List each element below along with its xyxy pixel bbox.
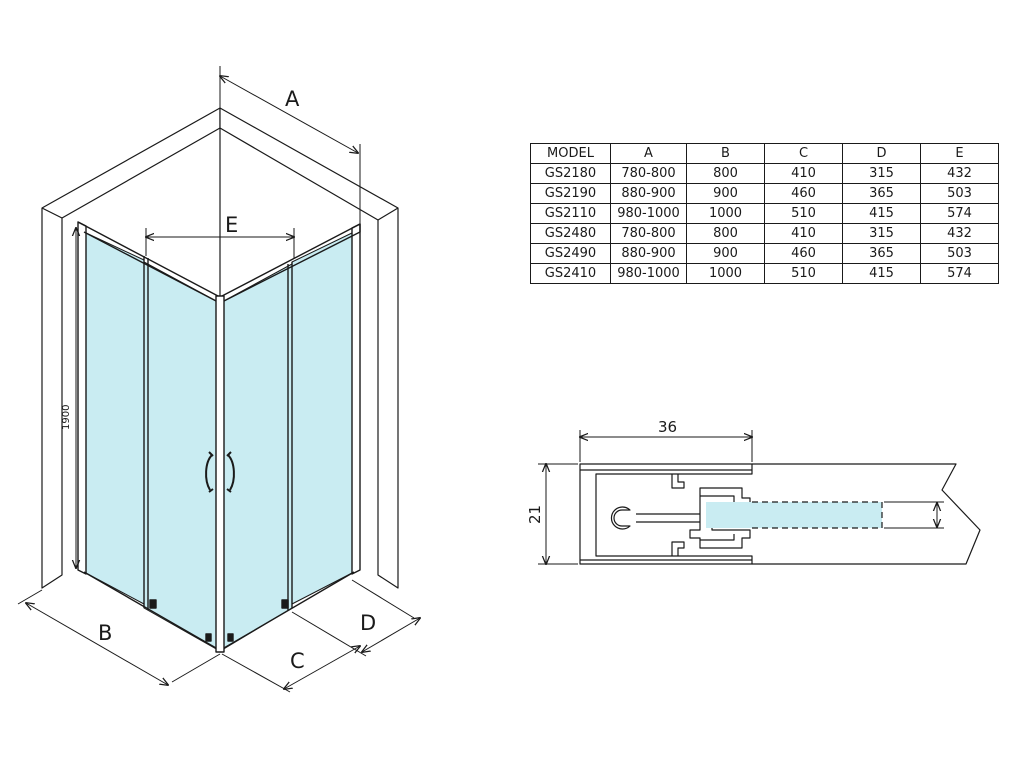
cell-e: 503 [920, 243, 999, 264]
header-b: B [686, 143, 765, 164]
cell-e: 503 [920, 183, 999, 204]
cell-c: 460 [764, 243, 843, 264]
table-row: GS2180 780-800 800 410 315 432 [530, 163, 999, 184]
right-fixed-panel [291, 231, 355, 605]
bottom-rail-right [223, 571, 355, 649]
cell-model: GS2410 [530, 263, 611, 284]
cell-b: 1000 [686, 203, 765, 224]
cell-b: 1000 [686, 263, 765, 284]
cell-model: GS2490 [530, 243, 611, 264]
cell-d: 415 [842, 203, 921, 224]
left-sliding-door [143, 261, 219, 651]
enclosure-dimensions [17, 66, 420, 693]
cell-d: 415 [842, 263, 921, 284]
cell-d: 365 [842, 183, 921, 204]
door-handles [205, 451, 235, 493]
cell-c: 510 [764, 203, 843, 224]
glass-insert [706, 502, 882, 528]
dimension-c-line [284, 646, 360, 689]
table-row: GS2480 780-800 800 410 315 432 [530, 223, 999, 244]
dimension-d-label: D [360, 611, 376, 635]
table-row: GS2490 880-900 900 460 365 503 [530, 243, 999, 264]
dimension-b-line [26, 603, 168, 685]
dimension-a-label: A [285, 87, 300, 111]
cell-e: 432 [920, 223, 999, 244]
cell-c: 460 [764, 183, 843, 204]
cell-a: 980-1000 [610, 203, 687, 224]
cell-c: 510 [764, 263, 843, 284]
right-wall-profile [351, 223, 361, 575]
header-model: MODEL [530, 143, 611, 164]
cell-e: 574 [920, 263, 999, 284]
header-d: D [842, 143, 921, 164]
header-a: A [610, 143, 687, 164]
cell-model: GS2480 [530, 223, 611, 244]
cell-b: 800 [686, 223, 765, 244]
model-dimension-table: MODEL A B C D E GS2180 780-800 800 410 3… [530, 143, 999, 284]
cell-d: 315 [842, 223, 921, 244]
dimension-d-line [362, 618, 420, 652]
glass-panels [83, 231, 355, 651]
cell-a: 780-800 [610, 163, 687, 184]
profile-height-label: 21 [526, 505, 544, 524]
profile-section-view [579, 463, 981, 565]
cell-a: 980-1000 [610, 263, 687, 284]
enclosure-dimension-labels: A E 1900 B C D [61, 87, 376, 673]
shower-enclosure-view [41, 107, 399, 653]
left-wall-profile [77, 221, 87, 575]
header-c: C [764, 143, 843, 164]
dimension-a-line [220, 76, 358, 153]
right-sliding-door [221, 263, 293, 651]
cell-model: GS2190 [530, 183, 611, 204]
cell-d: 315 [842, 163, 921, 184]
table-header-row: MODEL A B C D E [530, 143, 999, 164]
cell-model: GS2110 [530, 203, 611, 224]
cell-a: 880-900 [610, 183, 687, 204]
cell-e: 432 [920, 163, 999, 184]
cell-c: 410 [764, 223, 843, 244]
corner-post [215, 295, 225, 653]
profile-dimensions [538, 430, 944, 564]
left-fixed-panel [83, 231, 145, 605]
aluminium-profile [579, 463, 753, 565]
cell-b: 900 [686, 243, 765, 264]
cell-d: 365 [842, 243, 921, 264]
profile-dimension-labels: 36 21 [526, 418, 677, 524]
dimension-e-label: E [225, 213, 238, 237]
dimension-b-label: B [98, 621, 112, 645]
cell-a: 780-800 [610, 223, 687, 244]
table-row: GS2110 980-1000 1000 510 415 574 [530, 203, 999, 224]
cell-b: 900 [686, 183, 765, 204]
dimension-c-label: C [290, 649, 305, 673]
profile-width-label: 36 [658, 418, 677, 436]
cell-e: 574 [920, 203, 999, 224]
right-handle [227, 454, 235, 491]
cell-a: 880-900 [610, 243, 687, 264]
table-row: GS2410 980-1000 1000 510 415 574 [530, 263, 999, 284]
cell-c: 410 [764, 163, 843, 184]
top-rail-right [221, 223, 361, 303]
header-e: E [920, 143, 999, 164]
table-row: GS2190 880-900 900 460 365 503 [530, 183, 999, 204]
cell-model: GS2180 [530, 163, 611, 184]
wall-break-outline [752, 463, 981, 565]
left-handle [205, 454, 213, 491]
dimension-height-label: 1900 [61, 405, 72, 430]
cell-b: 800 [686, 163, 765, 184]
